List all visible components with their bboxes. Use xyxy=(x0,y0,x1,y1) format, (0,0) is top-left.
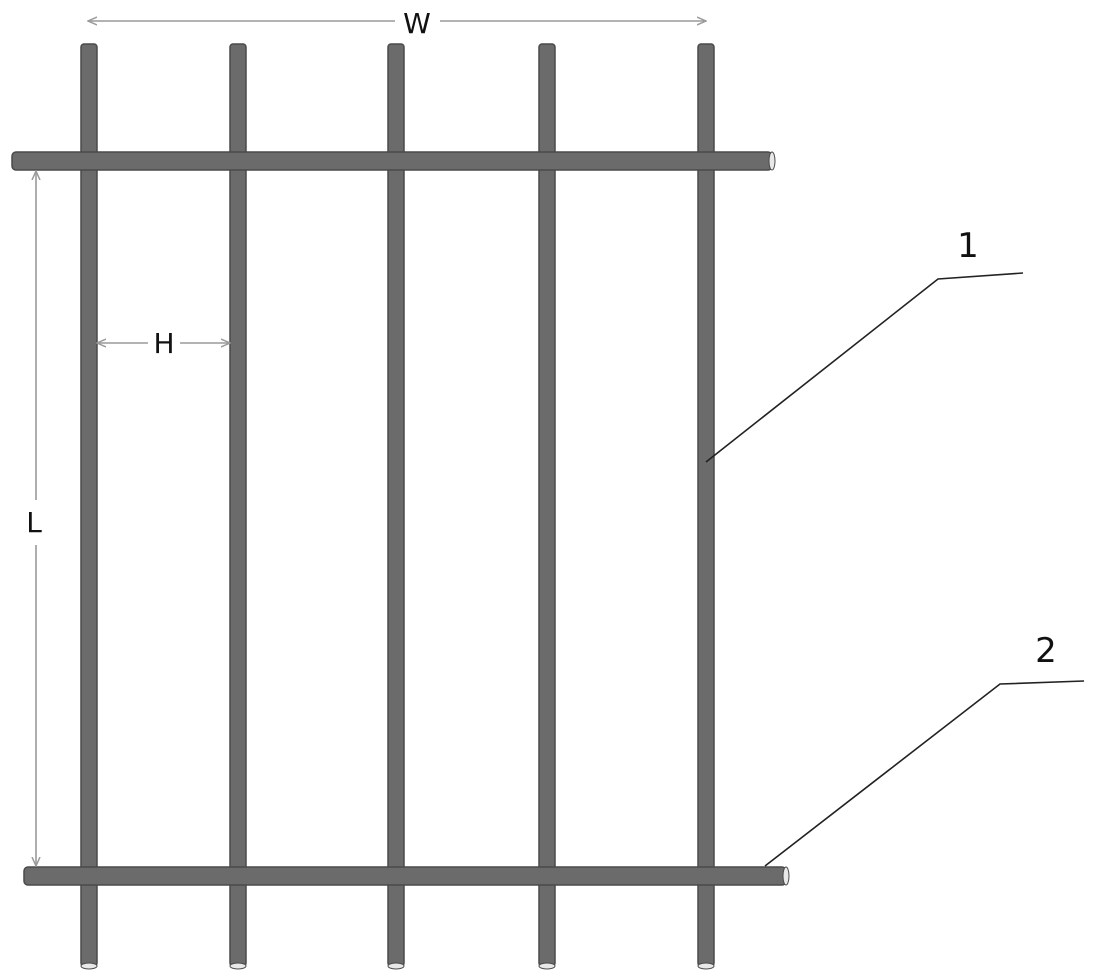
callout-1: 1 xyxy=(705,226,1024,463)
width-dimension: W xyxy=(88,7,706,40)
callout-2: 2 xyxy=(764,631,1085,867)
width-label: W xyxy=(403,7,431,40)
callout-1-leader xyxy=(705,272,1024,463)
callout-2-leader xyxy=(764,680,1085,867)
spacing-dimension: H xyxy=(97,327,230,360)
length-dimension: L xyxy=(26,171,42,866)
transverse-bars xyxy=(11,151,790,886)
longitudinal-bar xyxy=(387,43,405,970)
longitudinal-bars xyxy=(80,43,715,970)
callout-2-label: 2 xyxy=(1035,631,1057,671)
longitudinal-bar xyxy=(538,43,556,970)
length-label: L xyxy=(26,506,42,539)
longitudinal-bar xyxy=(697,43,715,970)
transverse-bar-top xyxy=(11,151,776,171)
callout-1-label: 1 xyxy=(957,226,979,266)
transverse-bar-bottom xyxy=(23,866,790,886)
longitudinal-bar xyxy=(80,43,98,970)
spacing-label: H xyxy=(153,327,174,360)
longitudinal-bar xyxy=(229,43,247,970)
